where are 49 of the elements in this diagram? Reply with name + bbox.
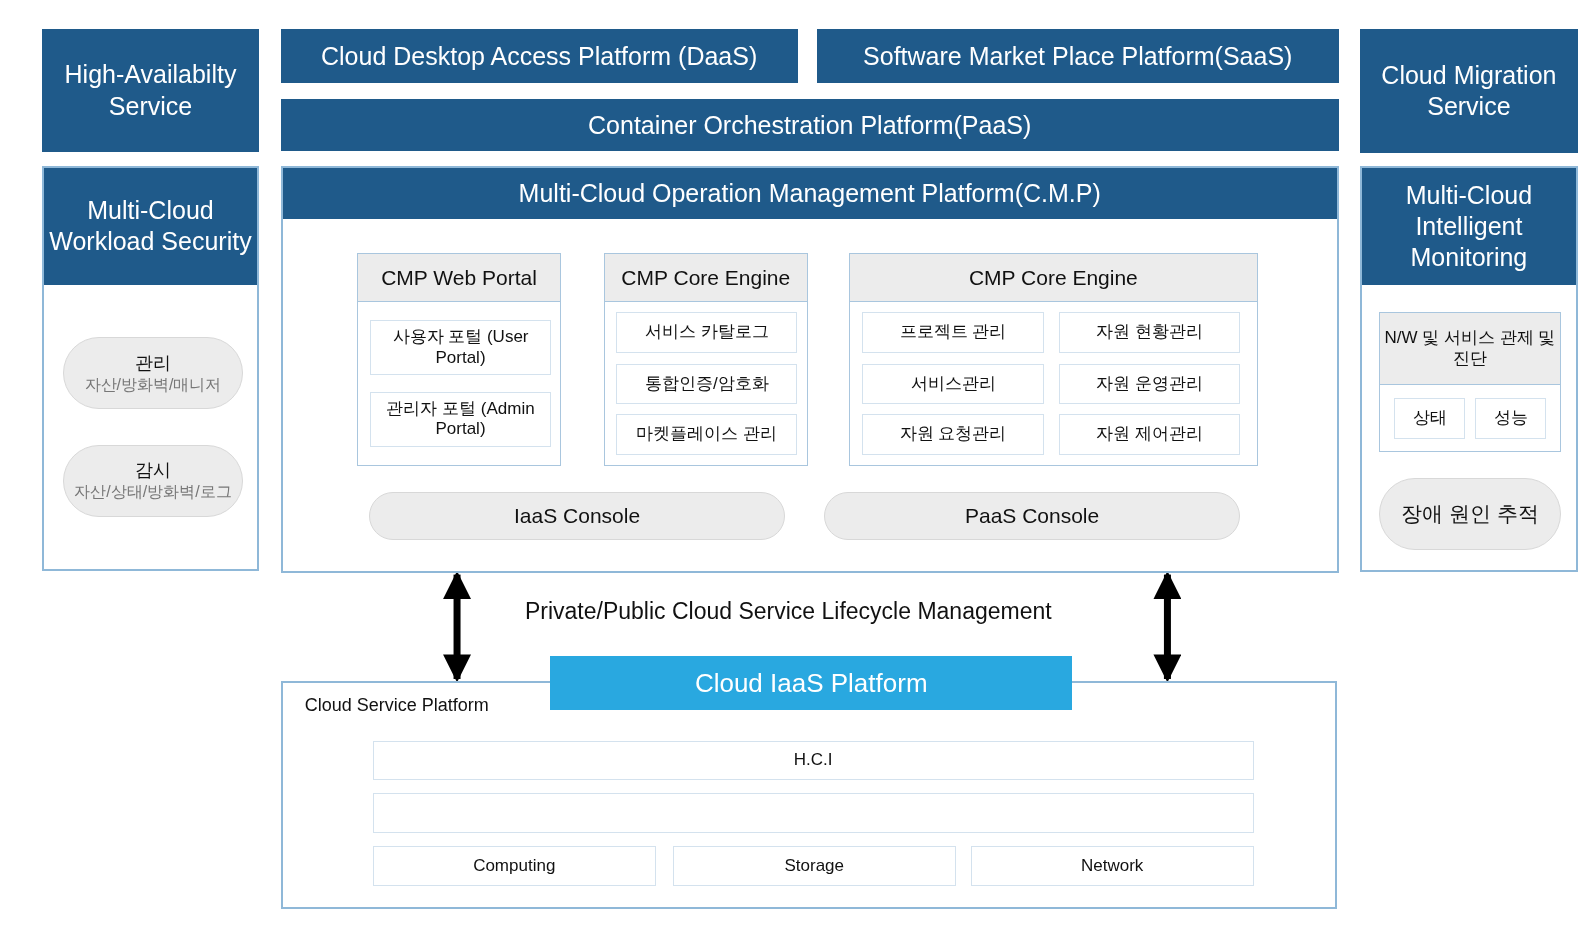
service-banner: Software Market Place Platform(SaaS) [816, 29, 1339, 84]
function-pill: PaaS Console [823, 492, 1241, 541]
platform-panel [1359, 166, 1578, 572]
function-box [372, 793, 1254, 833]
service-banner: High-Availabilty Service [41, 29, 260, 152]
function-box: Network [970, 846, 1254, 886]
function-box: H.C.I [372, 740, 1254, 781]
platform-banner: Cloud IaaS Platform [550, 655, 1073, 711]
function-box: Computing [372, 846, 656, 886]
lifecycle-label: Private/Public Cloud Service Lifecycle Management [524, 597, 1052, 625]
module-group [603, 253, 808, 467]
group-heading: CMP Core Engine [967, 265, 1139, 291]
group-heading: N/W 및 서비스 관제 및 진단 [1383, 327, 1557, 370]
panel-heading: Multi-Cloud Workload Security [48, 195, 253, 258]
function-box: 통합인증/암호화 [616, 363, 798, 405]
service-banner: Cloud Migration Service [1359, 29, 1578, 153]
pill-title: 관리 [135, 351, 171, 375]
function-box: 성능 [1475, 398, 1547, 439]
pill-subtitle: 자산/상태/방화벽/로그 [74, 482, 232, 503]
double-arrow [443, 571, 472, 683]
pill-subtitle: 자산/방화벽/매니저 [84, 374, 222, 395]
function-box: 사용자 포털 (User Portal) [369, 320, 552, 375]
function-box: Storage [672, 846, 956, 886]
function-box: 프로젝트 관리 [862, 312, 1044, 353]
function-box: 서비스 카탈로그 [616, 312, 798, 353]
function-box: 서비스관리 [862, 363, 1044, 405]
panel-heading: Multi-Cloud Intelligent Monitoring [1404, 179, 1534, 274]
platform-panel [41, 166, 260, 571]
service-banner: Cloud Desktop Access Platform (DaaS) [280, 29, 798, 84]
module-group [1379, 312, 1561, 452]
function-box: 자원 요청관리 [862, 414, 1044, 455]
double-arrow [1153, 571, 1182, 683]
group-heading: CMP Web Portal [380, 265, 538, 291]
service-banner: Container Orchestration Platform(PaaS) [280, 99, 1339, 151]
pill-title: 감시 [135, 459, 171, 483]
platform-panel [280, 166, 1339, 573]
function-box: 자원 현황관리 [1058, 312, 1241, 353]
group-heading: CMP Core Engine [620, 265, 792, 291]
module-group [356, 253, 562, 467]
function-box: 자원 운영관리 [1058, 363, 1241, 405]
function-box: 관리자 포털 (Admin Portal) [369, 392, 552, 447]
function-pill: IaaS Console [368, 492, 786, 541]
function-box: 상태 [1394, 398, 1466, 439]
function-box: 마켓플레이스 관리 [616, 414, 798, 455]
platform-title: Cloud Service Platform [304, 695, 489, 716]
function-box: 자원 제어관리 [1058, 414, 1241, 455]
module-group [849, 253, 1258, 467]
panel-heading: Multi-Cloud Operation Management Platform(C.M.P) [517, 177, 1102, 209]
function-pill: 장애 원인 추적 [1379, 478, 1561, 551]
